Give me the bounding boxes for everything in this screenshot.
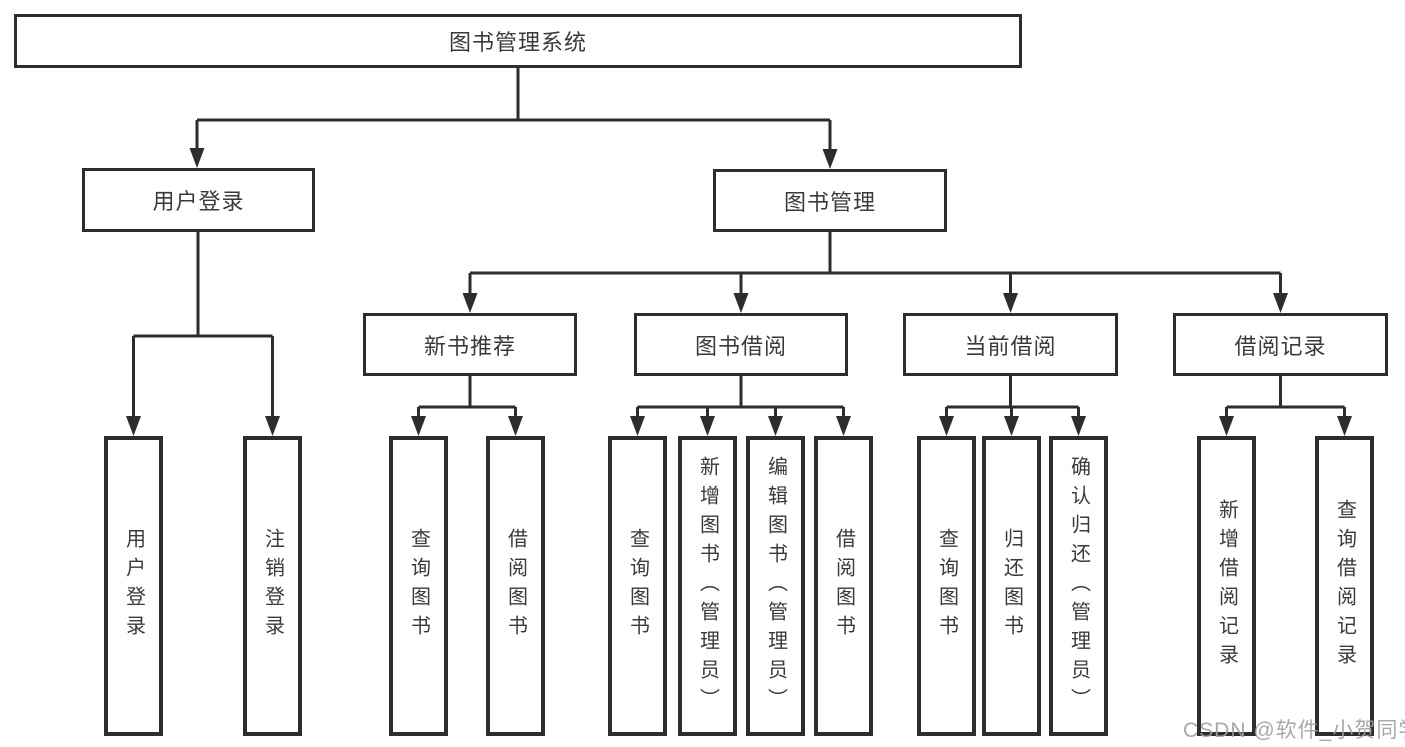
leaf-borrow-book-newbook-label: 借阅图书 xyxy=(504,528,527,644)
leaf-return-book-label: 归还图书 xyxy=(1000,528,1023,644)
leaf-query-book-borrow: 查询图书 xyxy=(608,436,667,736)
connector-current-borrow-to-leaves xyxy=(945,376,1080,420)
node-current-borrow-label: 当前借阅 xyxy=(964,333,1057,359)
node-new-book-recommend-label: 新书推荐 xyxy=(423,333,516,359)
leaf-query-book-current: 查询图书 xyxy=(917,436,976,736)
leaf-add-borrow-record-label: 新增借阅记录 xyxy=(1215,499,1238,673)
leaf-query-book-current-label: 查询图书 xyxy=(935,528,958,644)
leaf-edit-book-admin-label: 编辑图书（管理员） xyxy=(764,455,787,717)
node-book-management: 图书管理 xyxy=(713,169,947,232)
node-borrow-record-label: 借阅记录 xyxy=(1234,333,1327,359)
leaf-query-book-newbook-label: 查询图书 xyxy=(407,528,430,644)
leaf-add-borrow-record: 新增借阅记录 xyxy=(1197,436,1256,736)
leaf-query-book-borrow-label: 查询图书 xyxy=(626,528,649,644)
node-root-library-system: 图书管理系统 xyxy=(14,14,1022,68)
node-root-label: 图书管理系统 xyxy=(448,30,587,55)
leaf-logout-login: 注销登录 xyxy=(243,436,302,736)
leaf-borrow-book-label: 借阅图书 xyxy=(832,528,855,644)
leaf-add-book-admin-label: 新增图书（管理员） xyxy=(696,455,719,717)
leaf-add-book-admin: 新增图书（管理员） xyxy=(678,436,737,736)
leaf-query-borrow-record: 查询借阅记录 xyxy=(1315,436,1374,736)
leaf-user-login: 用户登录 xyxy=(104,436,163,736)
connector-book-borrow-to-leaves xyxy=(636,376,845,420)
leaf-logout-login-label: 注销登录 xyxy=(261,528,284,644)
connector-root-to-level2 xyxy=(195,68,832,153)
node-book-management-label: 图书管理 xyxy=(783,189,876,215)
csdn-watermark: CSDN @软件_小贺同学 xyxy=(1183,719,1405,742)
node-borrow-record: 借阅记录 xyxy=(1173,313,1388,376)
connector-user-login-to-leaves xyxy=(132,232,274,420)
node-book-borrow: 图书借阅 xyxy=(634,313,848,376)
node-book-borrow-label: 图书借阅 xyxy=(694,333,787,359)
node-user-login: 用户登录 xyxy=(82,168,315,232)
leaf-edit-book-admin: 编辑图书（管理员） xyxy=(746,436,805,736)
leaf-borrow-book-newbook: 借阅图书 xyxy=(486,436,545,736)
leaf-borrow-book: 借阅图书 xyxy=(814,436,873,736)
connector-borrow-record-to-leaves xyxy=(1225,376,1346,420)
node-current-borrow: 当前借阅 xyxy=(903,313,1118,376)
leaf-query-borrow-record-label: 查询借阅记录 xyxy=(1333,499,1356,673)
leaf-return-book: 归还图书 xyxy=(982,436,1041,736)
leaf-confirm-return-admin: 确认归还（管理员） xyxy=(1049,436,1108,736)
connector-new-book-to-leaves xyxy=(417,376,517,420)
leaf-confirm-return-admin-label: 确认归还（管理员） xyxy=(1067,455,1090,717)
leaf-query-book-newbook: 查询图书 xyxy=(389,436,448,736)
connector-book-management-to-level3 xyxy=(468,232,1282,297)
leaf-user-login-label: 用户登录 xyxy=(122,528,145,644)
node-user-login-label: 用户登录 xyxy=(152,189,245,214)
node-new-book-recommend: 新书推荐 xyxy=(363,313,577,376)
